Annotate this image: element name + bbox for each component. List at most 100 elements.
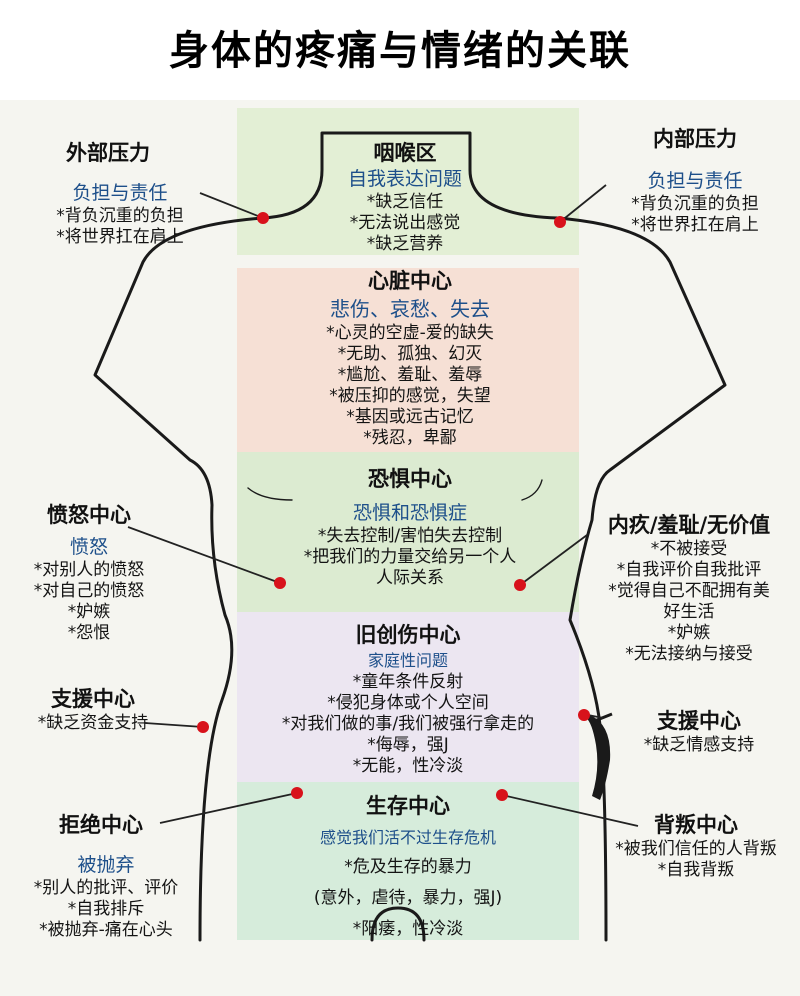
support-left-block: 支援中心 *缺乏资金支持 [8, 686, 178, 734]
guilt-item: *妒嫉 [667, 623, 711, 643]
marker-inner-pressure [554, 216, 566, 228]
marker-outer-pressure [257, 212, 269, 224]
guilt-item: *自我评价自我批评 [616, 560, 762, 580]
throat-subtitle: 自我表达问题 [347, 168, 462, 190]
betrayal-item: *被我们信任的人背叛 [615, 839, 777, 859]
heart-item: *被压抑的感觉，失望 [329, 386, 491, 406]
leader-outer-pressure [199, 192, 264, 219]
trauma-item: *无能，性冷淡 [352, 756, 464, 776]
heart-subtitle: 悲伤、哀愁、失去 [330, 297, 490, 321]
body-outline-path [93, 131, 727, 942]
throat-heading: 咽喉区 [373, 141, 437, 165]
fear-block: 恐惧中心 恐惧和恐惧症 *失去控制/害怕失去控制 *把我们的力量交给另一个人 人… [262, 466, 558, 589]
rejection-item: *被抛弃-痛在心头 [39, 920, 173, 940]
outer-pressure-item: *背负沉重的负担 [56, 206, 184, 226]
heart-zone [237, 268, 579, 452]
throat-item: *缺乏营养 [366, 234, 444, 254]
leader-guilt [519, 534, 588, 586]
anger-item: *怨恨 [67, 623, 111, 643]
chest-contour-line [247, 479, 543, 501]
fear-heading: 恐惧中心 [368, 467, 452, 491]
marker-support-left [197, 721, 209, 733]
rejection-heading: 拒绝中心 [59, 813, 143, 837]
outer-pressure-item: *将世界扛在肩上 [56, 227, 184, 247]
marker-support-right [578, 709, 590, 721]
outer-pressure-heading: 外部压力 [66, 141, 150, 165]
page-title: 身体的疼痛与情绪的关联 [169, 28, 631, 74]
guilt-item: *无法接纳与接受 [625, 644, 753, 664]
anger-item: *对自己的愤怒 [33, 581, 145, 601]
trauma-item: *童年条件反射 [352, 672, 464, 692]
outer-pressure-block: 外部压力 负担与责任 *背负沉重的负担 *将世界扛在肩上 [20, 140, 220, 248]
rejection-subtitle: 被抛弃 [77, 854, 135, 876]
trauma-block: 旧创伤中心 家庭性问题 *童年条件反射 *侵犯身体或个人空间 *对我们做的事/我… [248, 622, 568, 777]
rejection-item: *别人的批评、评价 [33, 878, 179, 898]
throat-item: *缺乏信任 [366, 192, 444, 212]
outer-pressure-subtitle: 负担与责任 [72, 182, 168, 204]
heart-item: *无助、孤独、幻灭 [337, 344, 483, 364]
betrayal-item: *自我背叛 [657, 860, 735, 880]
marker-rejection [291, 787, 303, 799]
support-left-item: *缺乏资金支持 [37, 713, 149, 733]
support-left-heading: 支援中心 [51, 687, 135, 711]
leader-inner-pressure [559, 184, 607, 223]
trauma-item: *对我们做的事/我们被强行拿走的 [281, 714, 535, 734]
leader-support-right [587, 714, 604, 719]
guilt-item: 好生活 [663, 602, 715, 622]
anger-item: *对别人的愤怒 [33, 560, 145, 580]
trauma-item: *侵犯身体或个人空间 [327, 693, 489, 713]
support-right-heading: 支援中心 [657, 709, 741, 733]
trauma-item: *侮辱，强J [367, 735, 449, 755]
inner-pressure-subtitle: 负担与责任 [647, 170, 743, 192]
rejection-block: 拒绝中心 被抛弃 *别人的批评、评价 *自我排斥 *被抛弃-痛在心头 [6, 812, 206, 941]
survival-item: (意外，虐待，暴力，强J) [313, 888, 503, 908]
leader-betrayal [501, 794, 639, 827]
trauma-heading: 旧创伤中心 [355, 623, 461, 647]
anger-heading: 愤怒中心 [47, 503, 131, 527]
trauma-subtitle: 家庭性问题 [367, 651, 448, 670]
inner-pressure-item: *背负沉重的负担 [631, 194, 759, 214]
leader-support-left [144, 722, 204, 728]
leader-rejection [159, 792, 298, 824]
fear-subtitle: 恐惧和恐惧症 [352, 502, 467, 524]
guilt-item: *不被接受 [650, 539, 728, 559]
survival-subtitle: 感觉我们活不过生存危机 [319, 828, 496, 847]
trauma-zone [237, 612, 579, 782]
throat-block: 咽喉区 自我表达问题 *缺乏信任 *无法说出感觉 *缺乏营养 [300, 140, 510, 255]
anger-item: *妒嫉 [67, 602, 111, 622]
heart-block: 心脏中心 悲伤、哀愁、失去 *心灵的空虚-爱的缺失 *无助、孤独、幻灭 *尴尬、… [270, 268, 550, 449]
support-right-block: 支援中心 *缺乏情感支持 [614, 708, 784, 756]
guilt-block: 内疚/羞耻/无价值 *不被接受 *自我评价自我批评 *觉得自己不配拥有美 好生活… [586, 512, 792, 665]
heart-item: *基因或远古记忆 [346, 407, 474, 427]
inner-pressure-item: *将世界扛在肩上 [631, 215, 759, 235]
anger-subtitle: 愤怒 [69, 536, 108, 558]
support-right-item: *缺乏情感支持 [643, 735, 755, 755]
survival-item: *危及生存的暴力 [344, 857, 472, 877]
fear-item: 人际关系 [376, 568, 444, 588]
betrayal-heading: 背叛中心 [654, 813, 738, 837]
betrayal-block: 背叛中心 *被我们信任的人背叛 *自我背叛 [596, 812, 796, 881]
right-side-dark-mark [586, 715, 611, 800]
anger-block: 愤怒中心 愤怒 *对别人的愤怒 *对自己的愤怒 *妒嫉 *怨恨 [14, 502, 164, 644]
guilt-heading: 内疚/羞耻/无价值 [607, 513, 771, 537]
throat-item: *无法说出感觉 [349, 213, 461, 233]
survival-heading: 生存中心 [366, 794, 450, 818]
marker-anger [274, 577, 286, 589]
marker-guilt [514, 579, 526, 591]
inner-pressure-block: 内部压力 负担与责任 *背负沉重的负担 *将世界扛在肩上 [600, 126, 790, 236]
inner-pressure-heading: 内部压力 [653, 127, 737, 151]
fear-item: *失去控制/害怕失去控制 [317, 526, 503, 546]
heart-item: *尴尬、羞耻、羞辱 [337, 365, 483, 385]
leader-anger [127, 526, 281, 584]
marker-betrayal [496, 789, 508, 801]
survival-item: *阳痿，性冷淡 [352, 919, 464, 939]
survival-block: 生存中心 感觉我们活不过生存危机 *危及生存的暴力 (意外，虐待，暴力，强J) … [270, 793, 546, 940]
survival-zone [237, 782, 579, 940]
heart-heading: 心脏中心 [368, 269, 452, 293]
heart-item: *心灵的空虚-爱的缺失 [326, 323, 494, 343]
rejection-item: *自我排斥 [67, 899, 145, 919]
guilt-item: *觉得自己不配拥有美 [608, 581, 770, 601]
heart-item: *残忍，卑鄙 [363, 428, 457, 448]
